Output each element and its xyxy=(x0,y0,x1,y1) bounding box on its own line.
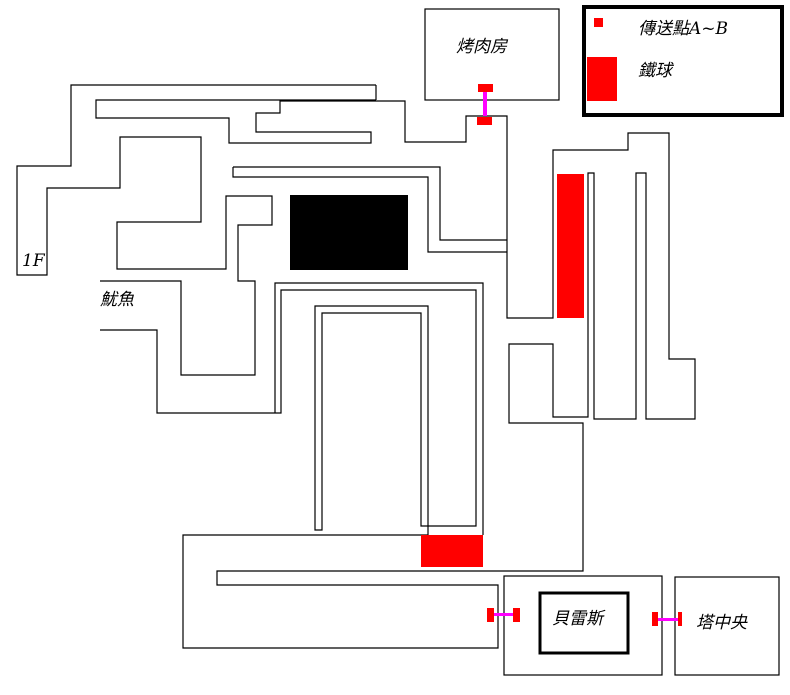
legend-iron-ball-swatch xyxy=(587,57,617,101)
squid-label: 魷魚 xyxy=(100,290,135,310)
teleport-tower-a xyxy=(652,612,658,626)
tower-center-box xyxy=(674,576,780,676)
teleport-tower-b xyxy=(678,612,682,626)
floor-label: 1F xyxy=(22,251,46,271)
teleport-bbq xyxy=(477,84,493,125)
teleport-point-b xyxy=(477,117,492,125)
bbq-room-label: 烤肉房 xyxy=(456,37,509,57)
teleport-beres-left-link xyxy=(494,613,514,616)
corridor-walls xyxy=(16,84,696,649)
beres-inner-box xyxy=(538,591,630,655)
teleport-tower-link xyxy=(658,618,678,621)
room-beres-area: 貝雷斯 xyxy=(487,575,663,676)
teleport-beres-left-a xyxy=(487,608,494,622)
tower-center-label: 塔中央 xyxy=(696,613,748,633)
iron-ball-right xyxy=(557,174,584,318)
beres-label: 貝雷斯 xyxy=(552,609,606,629)
teleport-link xyxy=(483,92,487,116)
black-obstacle xyxy=(290,195,408,270)
legend: 傳送點A~B 鐵球 xyxy=(582,5,784,117)
iron-ball-bottom xyxy=(421,535,483,567)
legend-iron-ball-label: 鐵球 xyxy=(638,61,675,81)
teleport-point-a xyxy=(478,84,493,92)
room-tower-center: 塔中央 xyxy=(652,576,780,676)
legend-teleport-swatch xyxy=(594,18,603,27)
legend-teleport-label: 傳送點A~B xyxy=(638,19,728,39)
teleport-beres-left-b xyxy=(513,608,520,622)
